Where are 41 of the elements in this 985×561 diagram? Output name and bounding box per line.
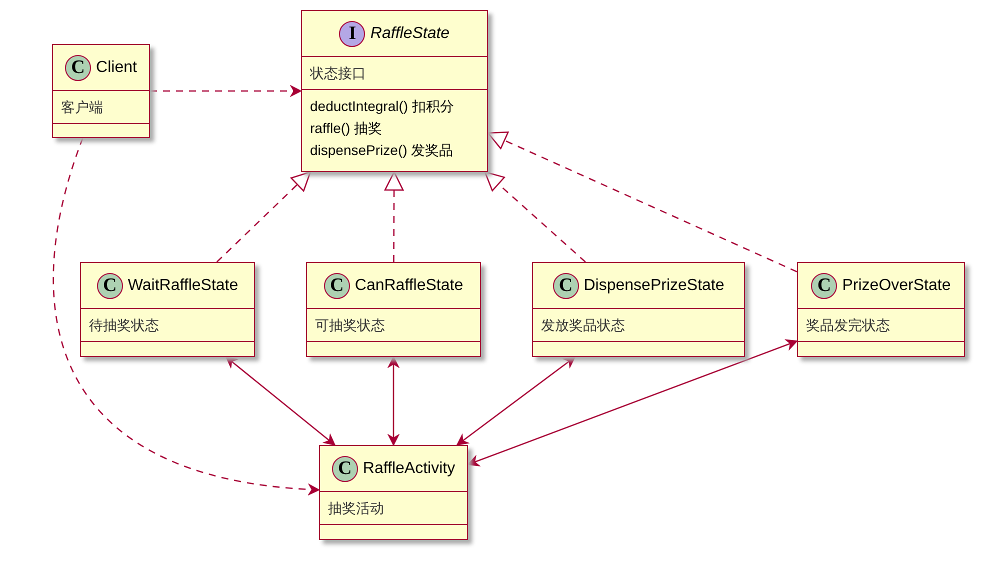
attribute-text: 状态接口 (310, 64, 367, 83)
attribute-text: 发放奖品状态 (541, 316, 626, 335)
class-box (797, 262, 965, 357)
class-name: PrizeOverState (842, 276, 951, 294)
association-arrow (388, 356, 399, 446)
method-text: raffle() 抽奖 (310, 119, 384, 138)
class-box (52, 44, 150, 138)
class-marker: C (332, 456, 358, 482)
class-box (306, 262, 481, 357)
class-name: WaitRaffleState (128, 276, 238, 294)
method-text: deductIntegral() 扣积分 (310, 97, 455, 116)
interface-marker: I (339, 20, 366, 46)
class-marker: C (96, 272, 123, 298)
association-arrow (226, 356, 336, 446)
class-marker: C (65, 54, 92, 80)
realization-arrow (216, 171, 311, 262)
attribute-text: 客户端 (61, 98, 104, 117)
class-box (319, 445, 468, 540)
class-marker: C (324, 272, 350, 298)
realization-arrow (487, 132, 798, 272)
class-name: RaffleActivity (362, 460, 456, 478)
realization-arrow (384, 171, 404, 262)
attribute-text: 可抽奖状态 (315, 316, 386, 335)
class-box (301, 10, 488, 172)
class-name: RaffleState (370, 24, 450, 42)
attribute-text: 抽奖活动 (328, 499, 385, 518)
association-arrow (468, 339, 798, 466)
class-marker: C (552, 272, 579, 298)
class-box (532, 262, 745, 357)
dependency-arrow (53, 138, 320, 494)
realization-arrow (484, 171, 586, 262)
method-text: dispensePrize() 发奖品 (310, 141, 454, 160)
attribute-text: 待抽奖状态 (89, 316, 160, 335)
attribute-text: 奖品发完状态 (806, 316, 891, 335)
class-name: CanRaffleState (354, 276, 464, 294)
class-box (80, 262, 255, 357)
class-name: Client (96, 58, 137, 76)
association-arrow (456, 356, 576, 446)
class-marker: C (811, 272, 838, 298)
class-name: DispensePrizeState (584, 276, 724, 294)
dependency-arrow (150, 86, 302, 96)
